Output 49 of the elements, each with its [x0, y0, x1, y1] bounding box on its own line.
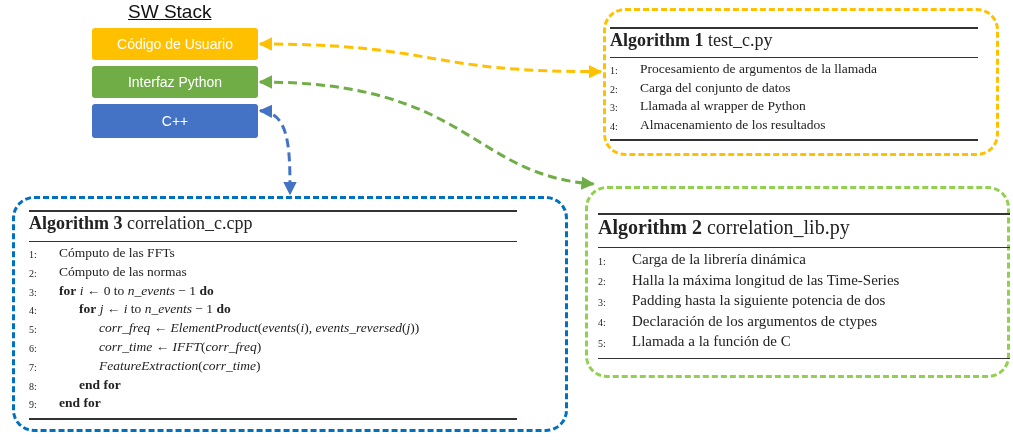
dashed-arrow	[258, 75, 595, 190]
line-number: 6:	[29, 343, 37, 355]
algorithm-box	[603, 8, 999, 156]
line-number: 4:	[29, 305, 37, 317]
algorithm-step: Declaración de los argumentos de ctypes	[632, 312, 878, 330]
algorithm-step: corr_time ← IFFT(corr_freq)	[99, 339, 262, 355]
algorithm-step: end for	[59, 395, 101, 412]
algorithm-heading: Algorithm 3 correlation_c.cpp	[29, 213, 253, 234]
dashed-arrow	[258, 37, 603, 79]
line-number: 8:	[29, 380, 37, 392]
algorithm-step: Padding hasta la siguiente potencia de dos	[632, 292, 886, 309]
stack-title: SW Stack	[128, 1, 212, 23]
algorithm-step: for j ← i to n_events − 1 do	[79, 301, 231, 318]
line-number: 4:	[598, 317, 606, 328]
algorithm-heading: Algorithm 1 test_c.py	[610, 30, 773, 51]
dashed-arrow	[258, 105, 297, 196]
algorithm-step: corr_freq ← ElementProduct(events(i), events_reversed(j))	[99, 320, 420, 337]
algorithm-box	[12, 196, 568, 432]
stack-layer-box: C++	[92, 104, 258, 138]
line-number: 3:	[598, 296, 606, 308]
line-number: 2:	[29, 267, 37, 279]
algorithm-step: Halla la máxima longitud de las Time-Series	[632, 271, 900, 289]
algorithm-step: Llamada al wrapper de Python	[640, 98, 806, 114]
stack-layer-box: Código de Usuario	[92, 28, 258, 60]
line-number: 2:	[598, 276, 606, 287]
line-number: 4:	[610, 120, 618, 132]
algorithm-step: Llamada a la función de C	[632, 333, 791, 350]
line-number: 1:	[610, 65, 618, 77]
algorithm-step: Cómputo de las normas	[59, 263, 187, 280]
stack-layer-box: Interfaz Python	[92, 66, 258, 98]
line-number: 2:	[610, 83, 618, 95]
algorithm-step: for i ← 0 to n_events − 1 do	[59, 282, 214, 299]
algorithm-step: Cómputo de las FFTs	[59, 245, 175, 261]
algorithm-step: Carga de la librería dinámica	[632, 251, 806, 268]
algorithm-step: end for	[79, 376, 121, 393]
algorithm-step: Procesamiento de argumentos de la llamada	[640, 61, 878, 77]
line-number: 3:	[610, 102, 618, 114]
algorithm-box	[585, 186, 1010, 378]
line-number: 3:	[29, 286, 37, 298]
line-number: 9:	[29, 399, 37, 411]
line-number: 5:	[29, 324, 37, 336]
algorithm-step: FeatureExtraction(corr_time)	[99, 357, 261, 374]
algorithm-step: Almacenamiento de los resultados	[640, 116, 826, 133]
line-number: 1:	[598, 255, 606, 267]
algorithm-heading: Algorithm 2 correlation_lib.py	[598, 216, 850, 239]
line-number: 1:	[29, 249, 37, 261]
line-number: 7:	[29, 361, 37, 373]
line-number: 5:	[598, 337, 606, 349]
algorithm-step: Carga del conjunto de datos	[640, 79, 791, 96]
